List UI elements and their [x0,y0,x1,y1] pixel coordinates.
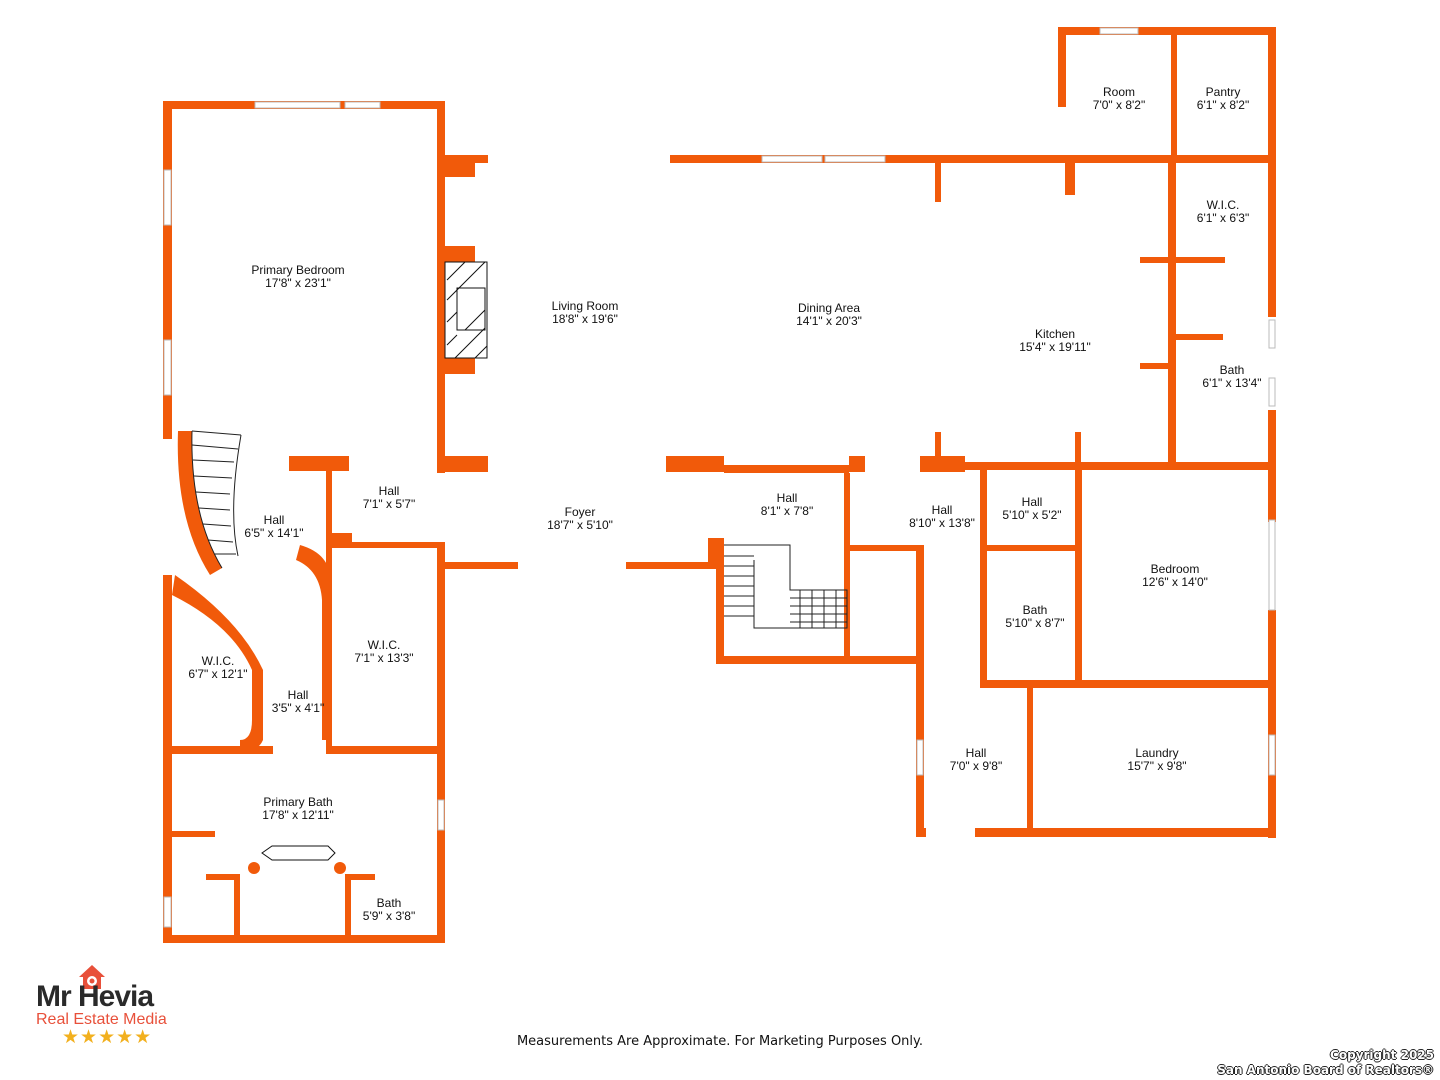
room-name-hall-south: Hall [966,746,987,760]
fireplace-icon [444,261,488,359]
disclaimer-text: Measurements Are Approximate. For Market… [516,1034,924,1049]
room-name-hall-center: Hall [932,503,953,517]
room-dimensions-hall-stairs: 8'1" x 7'8" [761,504,813,518]
company-logo: Mr Hevia Real Estate Media ★★★★★ [30,962,210,1052]
room-name-hall-curved: Hall [264,513,285,527]
room-dimensions-hall-curved: 6'5" x 14'1" [244,526,303,540]
room-dimensions-hall-south: 7'0" x 9'8" [950,759,1002,773]
windows [163,27,1276,928]
room-dimensions-primary-bath: 17'8" x 12'11" [262,808,334,822]
room-dimensions-hall-mini: 3'5" x 4'1" [272,701,324,715]
room-name-primary-bath: Primary Bath [263,795,332,809]
room-name-room: Room [1103,85,1135,99]
room-dimensions-bath-east: 6'1" x 13'4" [1202,376,1261,390]
rating-stars: ★★★★★ [62,1027,153,1048]
room-name-wic-center: W.I.C. [368,638,401,652]
room-dimensions-bedroom: 12'6" x 14'0" [1142,575,1208,589]
copyright-line-1: Copyright 2025 [1330,1048,1434,1062]
room-dimensions-dining-area: 14'1" x 20'3" [796,314,862,328]
room-dimensions-hall-east: 5'10" x 5'2" [1002,508,1061,522]
room-name-bath-small: Bath [377,896,402,910]
room-name-hall-east: Hall [1022,495,1043,509]
logo-name: Mr Hevia [36,980,154,1013]
room-name-living-room: Living Room [552,299,619,313]
room-dimensions-primary-bedroom: 17'8" x 23'1" [265,276,331,290]
walls [163,27,1276,943]
logo-subtitle: Real Estate Media [36,1011,167,1028]
room-name-bath-east: Bath [1220,363,1245,377]
room-dimensions-foyer: 18'7" x 5'10" [547,518,613,532]
room-name-dining-area: Dining Area [798,301,860,315]
room-dimensions-hall-center: 8'10" x 13'8" [909,516,975,530]
room-name-kitchen: Kitchen [1035,327,1075,341]
room-dimensions-laundry: 15'7" x 9'8" [1127,759,1186,773]
copyright-watermark: Copyright 2025 San Antonio Board of Real… [1217,1048,1434,1078]
room-dimensions-kitchen: 15'4" x 19'11" [1019,340,1091,354]
stairs-icon [724,544,848,629]
room-name-hall-small: Hall [379,484,400,498]
room-name-laundry: Laundry [1135,746,1178,760]
room-dimensions-wic-kitchen: 6'1" x 6'3" [1197,211,1249,225]
copyright-line-2: San Antonio Board of Realtors® [1217,1063,1434,1077]
room-name-primary-bedroom: Primary Bedroom [251,263,344,277]
room-name-bedroom: Bedroom [1151,562,1200,576]
room-dimensions-pantry: 6'1" x 8'2" [1197,98,1249,112]
room-name-wic-west: W.I.C. [202,654,235,668]
room-dimensions-wic-west: 6'7" x 12'1" [188,667,247,681]
room-name-wic-kitchen: W.I.C. [1207,198,1240,212]
vanity-icon [248,845,346,874]
house-camera-icon [79,965,105,989]
room-dimensions-hall-small: 7'1" x 5'7" [363,497,415,511]
room-dimensions-wic-center: 7'1" x 13'3" [354,651,413,665]
room-dimensions-room: 7'0" x 8'2" [1093,98,1145,112]
curved-stairs-icon [191,430,242,569]
room-name-hall-mini: Hall [288,688,309,702]
room-name-pantry: Pantry [1206,85,1241,99]
room-dimensions-living-room: 18'8" x 19'6" [552,312,618,326]
room-name-bath-middle: Bath [1023,603,1048,617]
room-name-hall-stairs: Hall [777,491,798,505]
room-name-foyer: Foyer [565,505,596,519]
room-dimensions-bath-middle: 5'10" x 8'7" [1005,616,1064,630]
room-dimensions-bath-small: 5'9" x 3'8" [363,909,415,923]
